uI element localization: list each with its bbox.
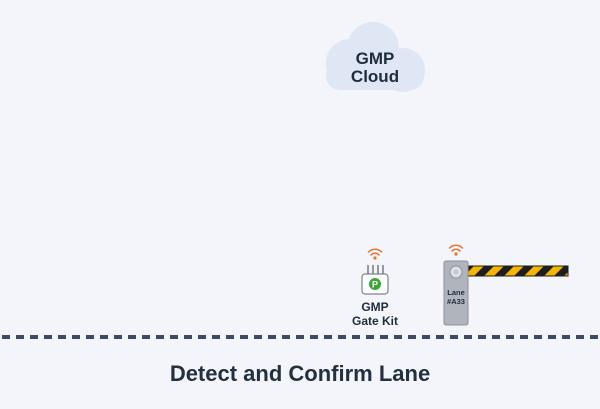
lane-wifi-icon [448, 244, 464, 256]
cloud-shape [326, 22, 425, 92]
lane-barrier: Lane #A33 [443, 244, 569, 326]
lane-label-line2: #A33 [447, 297, 465, 306]
gate-kit: P GMP Gate Kit [352, 248, 398, 328]
diagram-caption: Detect and Confirm Lane [170, 361, 430, 386]
gmp-cloud: GMP Cloud [326, 22, 425, 92]
barrier-arm [466, 265, 569, 277]
lane-label-line1: Lane [447, 288, 465, 297]
cloud-label-line1: GMP [356, 49, 395, 68]
kit-antennas [367, 265, 384, 274]
lane-post [443, 260, 469, 326]
parking-logo-letter: P [372, 280, 378, 290]
cloud-label-line2: Cloud [351, 67, 399, 86]
kit-label-line2: Gate Kit [352, 314, 398, 328]
post-light-lens [453, 269, 459, 275]
parking-logo-icon [369, 278, 381, 290]
kit-label-line1: GMP [361, 300, 388, 314]
kit-wifi-icon [367, 248, 383, 260]
